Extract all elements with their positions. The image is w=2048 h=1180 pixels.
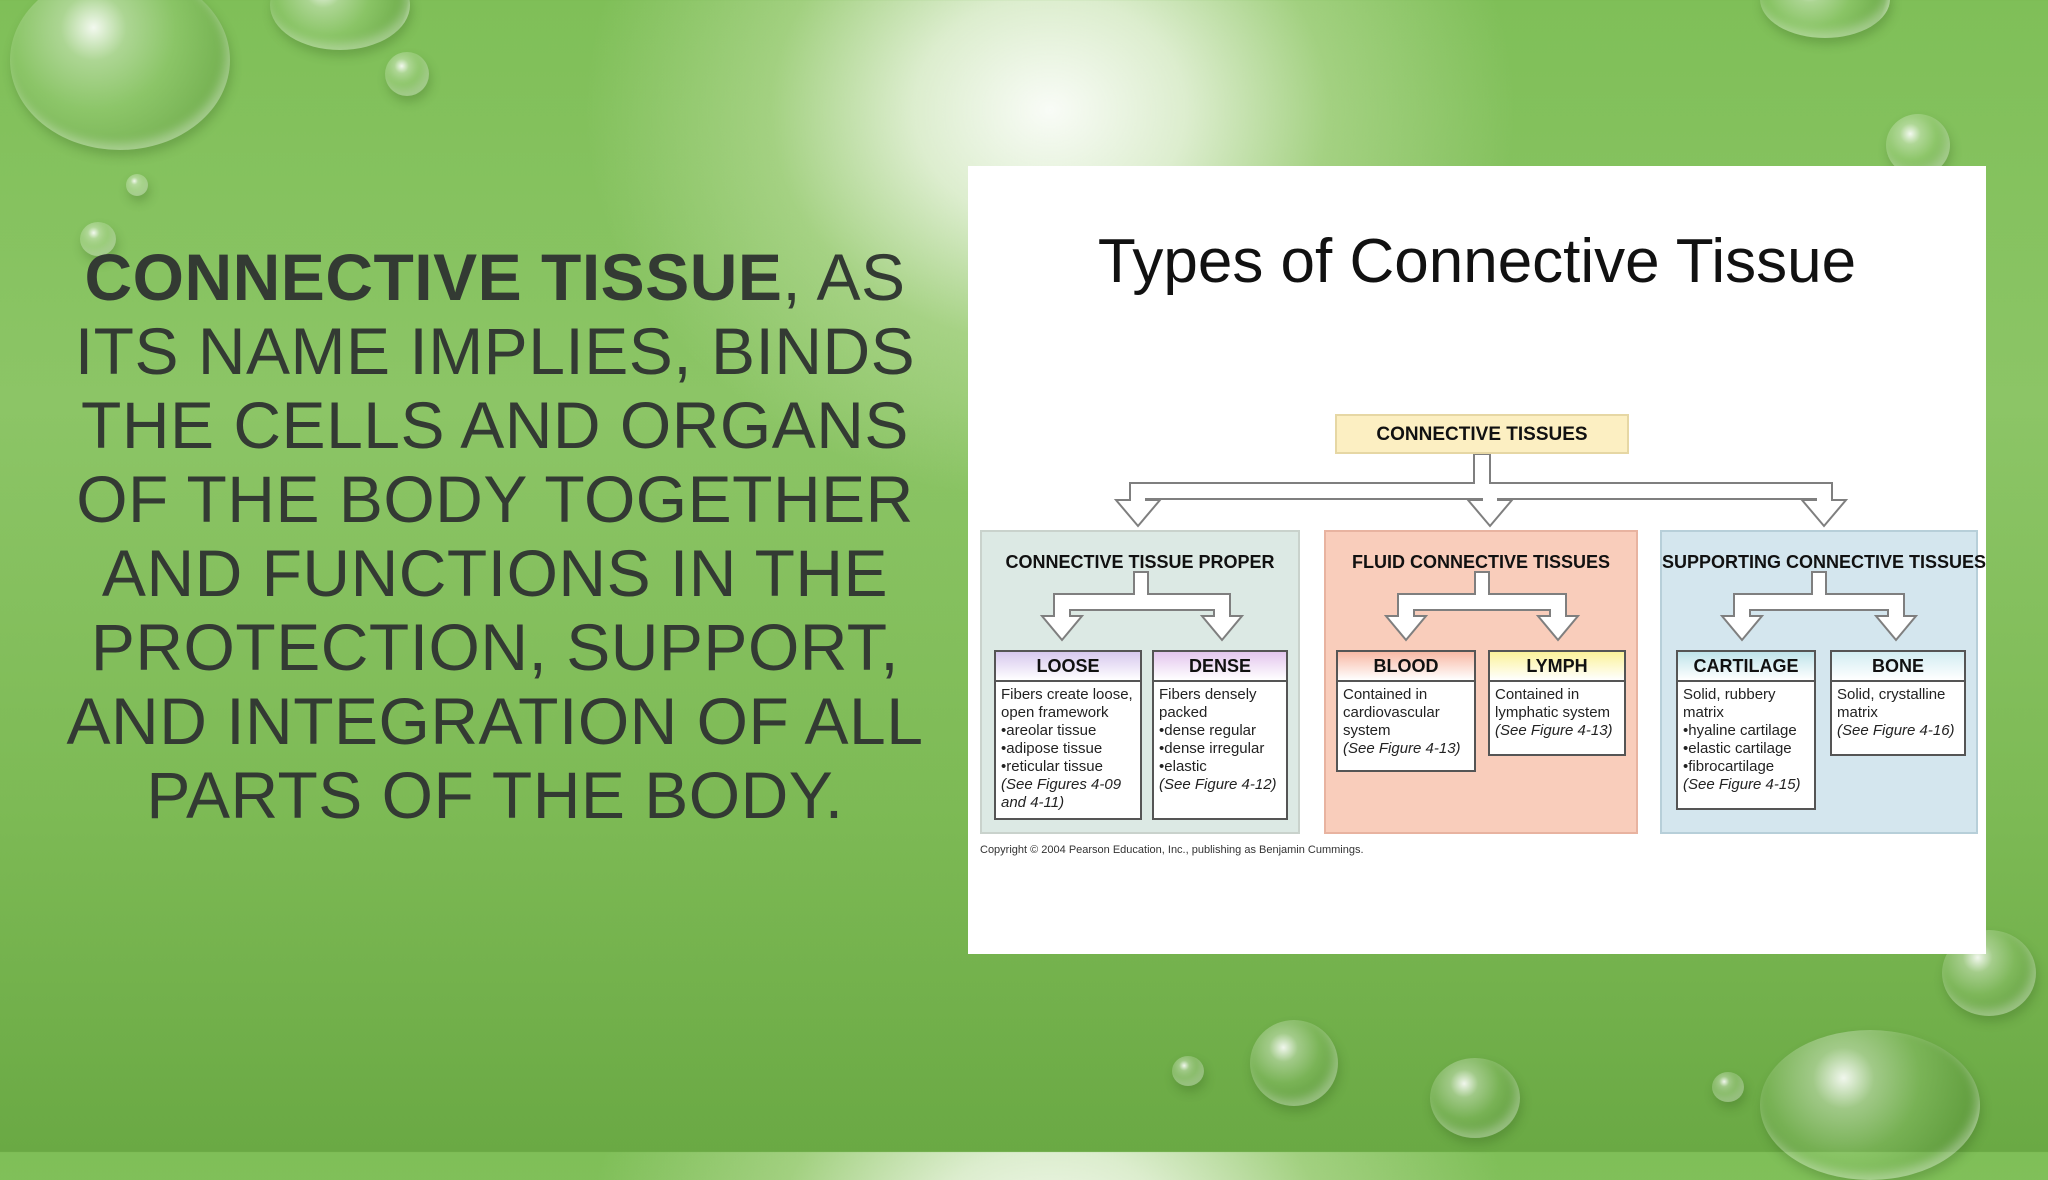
group-label: CONNECTIVE TISSUE PROPER xyxy=(1005,552,1275,572)
water-drop-decoration xyxy=(385,52,429,96)
arrow-supporting-to-boxes xyxy=(1719,571,1919,642)
connective-tissue-diagram: Types of Connective Tissue CONNECTIVE TI… xyxy=(968,166,1986,954)
box-body: Contained in cardiovascular system (See … xyxy=(1338,682,1474,762)
connector-arrows xyxy=(1039,453,1919,642)
figure-title: Types of Connective Tissue xyxy=(1097,227,1857,296)
tissue-list: hyaline cartilage elastic cartilage fibr… xyxy=(1683,722,1809,776)
statement-text: , as its name implies, binds the cells a… xyxy=(66,240,924,832)
list-item: areolar tissue xyxy=(1001,722,1135,740)
list-item: hyaline cartilage xyxy=(1683,722,1809,740)
box-lymph: LYMPH Contained in lymphatic system (See… xyxy=(1488,650,1626,756)
water-drop-decoration xyxy=(80,222,116,256)
arrow-root-to-groups xyxy=(1113,453,1849,528)
box-cartilage: CARTILAGE Solid, rubbery matrix hyaline … xyxy=(1676,650,1816,810)
list-item: elastic cartilage xyxy=(1683,740,1809,758)
box-body: Solid, rubbery matrix hyaline cartilage … xyxy=(1678,682,1814,798)
copyright-notice: Copyright © 2004 Pearson Education, Inc.… xyxy=(980,844,1364,856)
box-title: CARTILAGE xyxy=(1678,652,1814,682)
list-item: fibrocartilage xyxy=(1683,758,1809,776)
water-drop-decoration xyxy=(1250,1020,1338,1106)
box-description: Contained in lymphatic system xyxy=(1495,686,1611,721)
box-description: Solid, rubbery matrix xyxy=(1683,686,1776,721)
box-blood: BLOOD Contained in cardiovascular system… xyxy=(1336,650,1476,772)
box-title: BLOOD xyxy=(1338,652,1474,682)
box-bone: BONE Solid, crystalline matrix (See Figu… xyxy=(1830,650,1966,756)
list-item: dense regular xyxy=(1159,722,1281,740)
water-drop-decoration xyxy=(1886,114,1950,176)
box-body: Solid, crystalline matrix (See Figure 4-… xyxy=(1832,682,1964,744)
box-title: LYMPH xyxy=(1490,652,1624,682)
figure-reference: (See Figure 4-13) xyxy=(1495,722,1613,739)
group-label: FLUID CONNECTIVE TISSUES xyxy=(1351,552,1611,572)
group-label: SUPPORTING CONNECTIVE TISSUES xyxy=(1662,552,1987,572)
water-drop-decoration xyxy=(1760,0,1890,38)
water-drop-decoration xyxy=(1430,1058,1520,1138)
box-description: Fibers densely packed xyxy=(1159,686,1257,721)
statement-bold-term: Connective tissue xyxy=(84,240,783,314)
box-body: Fibers create loose, open framework areo… xyxy=(996,682,1140,816)
box-description: Contained in cardiovascular system xyxy=(1343,686,1440,739)
box-title: DENSE xyxy=(1154,652,1286,682)
list-item: adipose tissue xyxy=(1001,740,1135,758)
water-drop-decoration xyxy=(126,174,148,196)
tissue-list: areolar tissue adipose tissue reticular … xyxy=(1001,722,1135,776)
box-dense: DENSE Fibers densely packed dense regula… xyxy=(1152,650,1288,820)
box-body: Fibers densely packed dense regular dens… xyxy=(1154,682,1286,798)
water-drop-decoration xyxy=(1712,1072,1744,1102)
list-item: elastic xyxy=(1159,758,1281,776)
box-title: BONE xyxy=(1832,652,1964,682)
water-drop-decoration xyxy=(1172,1056,1204,1086)
water-drop-decoration xyxy=(10,0,230,150)
slide-statement: Connective tissue, as its name implies, … xyxy=(60,240,930,832)
root-node-connective-tissues: CONNECTIVE TISSUES xyxy=(1335,414,1629,454)
figure-reference: (See Figures 4-09 and 4-11) xyxy=(1001,776,1122,811)
box-description: Solid, crystalline matrix xyxy=(1837,686,1946,721)
figure-reference: (See Figure 4-15) xyxy=(1683,776,1801,793)
box-loose: LOOSE Fibers create loose, open framewor… xyxy=(994,650,1142,820)
figure-reference: (See Figure 4-16) xyxy=(1837,722,1955,739)
tissue-list: dense regular dense irregular elastic xyxy=(1159,722,1281,776)
figure-reference: (See Figure 4-12) xyxy=(1159,776,1277,793)
box-body: Contained in lymphatic system (See Figur… xyxy=(1490,682,1624,744)
water-drop-decoration xyxy=(1760,1030,1980,1180)
arrow-proper-to-boxes xyxy=(1039,571,1245,642)
arrow-fluid-to-boxes xyxy=(1383,571,1581,642)
box-description: Fibers create loose, open framework xyxy=(1001,686,1133,721)
box-title: LOOSE xyxy=(996,652,1140,682)
list-item: reticular tissue xyxy=(1001,758,1135,776)
list-item: dense irregular xyxy=(1159,740,1281,758)
water-drop-decoration xyxy=(270,0,410,50)
figure-reference: (See Figure 4-13) xyxy=(1343,740,1461,757)
